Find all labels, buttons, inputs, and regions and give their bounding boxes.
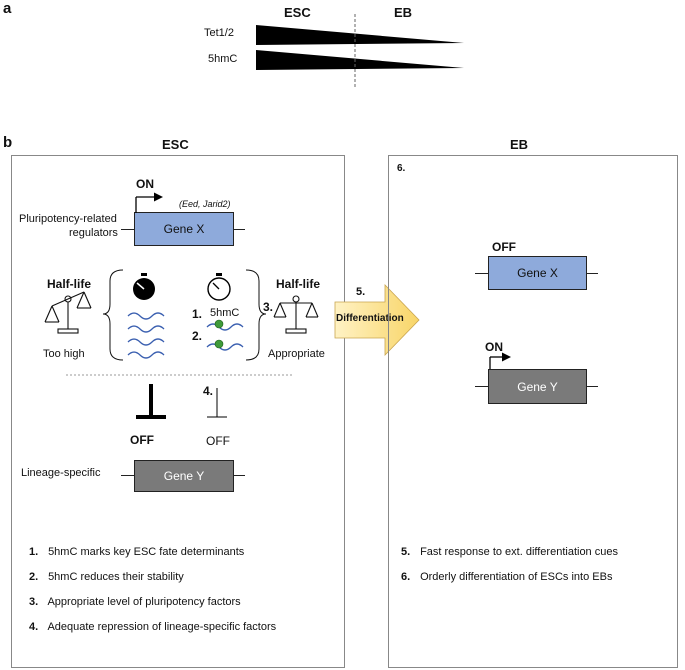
- balance-scale-appropriate-icon: [273, 295, 319, 334]
- mrna-waves-5hmc: [206, 319, 244, 351]
- step-6-number: 6.: [397, 163, 406, 174]
- gene-x-on-label: ON: [136, 177, 154, 191]
- hmc-wedge: [256, 50, 464, 70]
- step-5-number: 5.: [356, 286, 366, 298]
- step-4-number: 4.: [203, 384, 214, 398]
- list-item: 5. Fast response to ext. differentiation…: [401, 546, 618, 558]
- panel-a-eb-header: EB: [394, 5, 413, 20]
- off-left-label: OFF: [130, 433, 154, 447]
- appropriate-label: Appropriate: [268, 348, 325, 360]
- step-3-number: 3.: [263, 300, 274, 314]
- gene-y-row-label: Lineage-specific: [21, 467, 101, 479]
- step-2-number: 2.: [192, 329, 203, 343]
- panel-a-letter: a: [3, 0, 12, 17]
- eb-gene-y: Gene Y: [488, 369, 587, 404]
- panel-b-letter: b: [3, 134, 13, 151]
- list-item: 2. 5hmC reduces their stability: [29, 571, 184, 583]
- eb-gene-x-off-label: OFF: [492, 240, 516, 254]
- esc-summary-list: 1. 5hmC marks key ESC fate determinants …: [29, 540, 339, 640]
- step-1-number: 1.: [192, 307, 203, 321]
- eb-gene-x: Gene X: [488, 256, 587, 290]
- stopwatch-full-icon: [133, 273, 155, 300]
- eb-panel-title: EB: [510, 137, 529, 152]
- gene-x-note: (Eed, Jarid2): [179, 199, 231, 209]
- 5hmc-dot-icon: [214, 319, 224, 329]
- step-1-5hmc-label: 5hmC: [210, 307, 240, 319]
- gene-x-row-label: Pluripotency-related: [19, 213, 117, 225]
- off-right-label: OFF: [206, 434, 230, 448]
- list-item: 6. Orderly differentiation of ESCs into …: [401, 571, 613, 583]
- panel-a-graphic: [256, 14, 464, 88]
- right-half-life-label: Half-life: [276, 277, 321, 291]
- tet-wedge: [256, 25, 464, 45]
- strong-repression-symbol: [136, 384, 166, 419]
- too-high-label: Too high: [43, 348, 85, 360]
- gene-x-promoter-arrow: [135, 192, 163, 213]
- gene-x-row-label-2: regulators: [69, 227, 118, 239]
- balance-scale-too-high-icon: [44, 291, 92, 334]
- list-item: 1. 5hmC marks key ESC fate determinants: [29, 546, 245, 558]
- differentiation-label: Differentiation: [336, 313, 404, 324]
- left-bracket: [102, 269, 124, 361]
- eb-gene-y-on-label: ON: [485, 340, 503, 354]
- stopwatch-empty-icon: [207, 273, 231, 301]
- eb-panel: [388, 155, 678, 668]
- 5hmc-dot-icon: [214, 339, 224, 349]
- mrna-waves-left: [127, 312, 165, 359]
- panel-a-esc-header: ESC: [284, 5, 311, 20]
- esc-gene-y: Gene Y: [134, 460, 234, 492]
- tet-row-label: Tet1/2: [204, 27, 234, 39]
- left-half-life-label: Half-life: [47, 277, 92, 291]
- hmc-row-label: 5hmC: [208, 53, 238, 65]
- eb-summary-list: 5. Fast response to ext. differentiation…: [401, 540, 671, 590]
- esc-panel: [11, 155, 345, 668]
- list-item: 3. Appropriate level of pluripotency fac…: [29, 596, 241, 608]
- list-item: 4. Adequate repression of lineage-specif…: [29, 621, 277, 633]
- esc-panel-title: ESC: [162, 137, 189, 152]
- weak-repression-symbol: [207, 388, 227, 418]
- right-bracket: [245, 269, 267, 361]
